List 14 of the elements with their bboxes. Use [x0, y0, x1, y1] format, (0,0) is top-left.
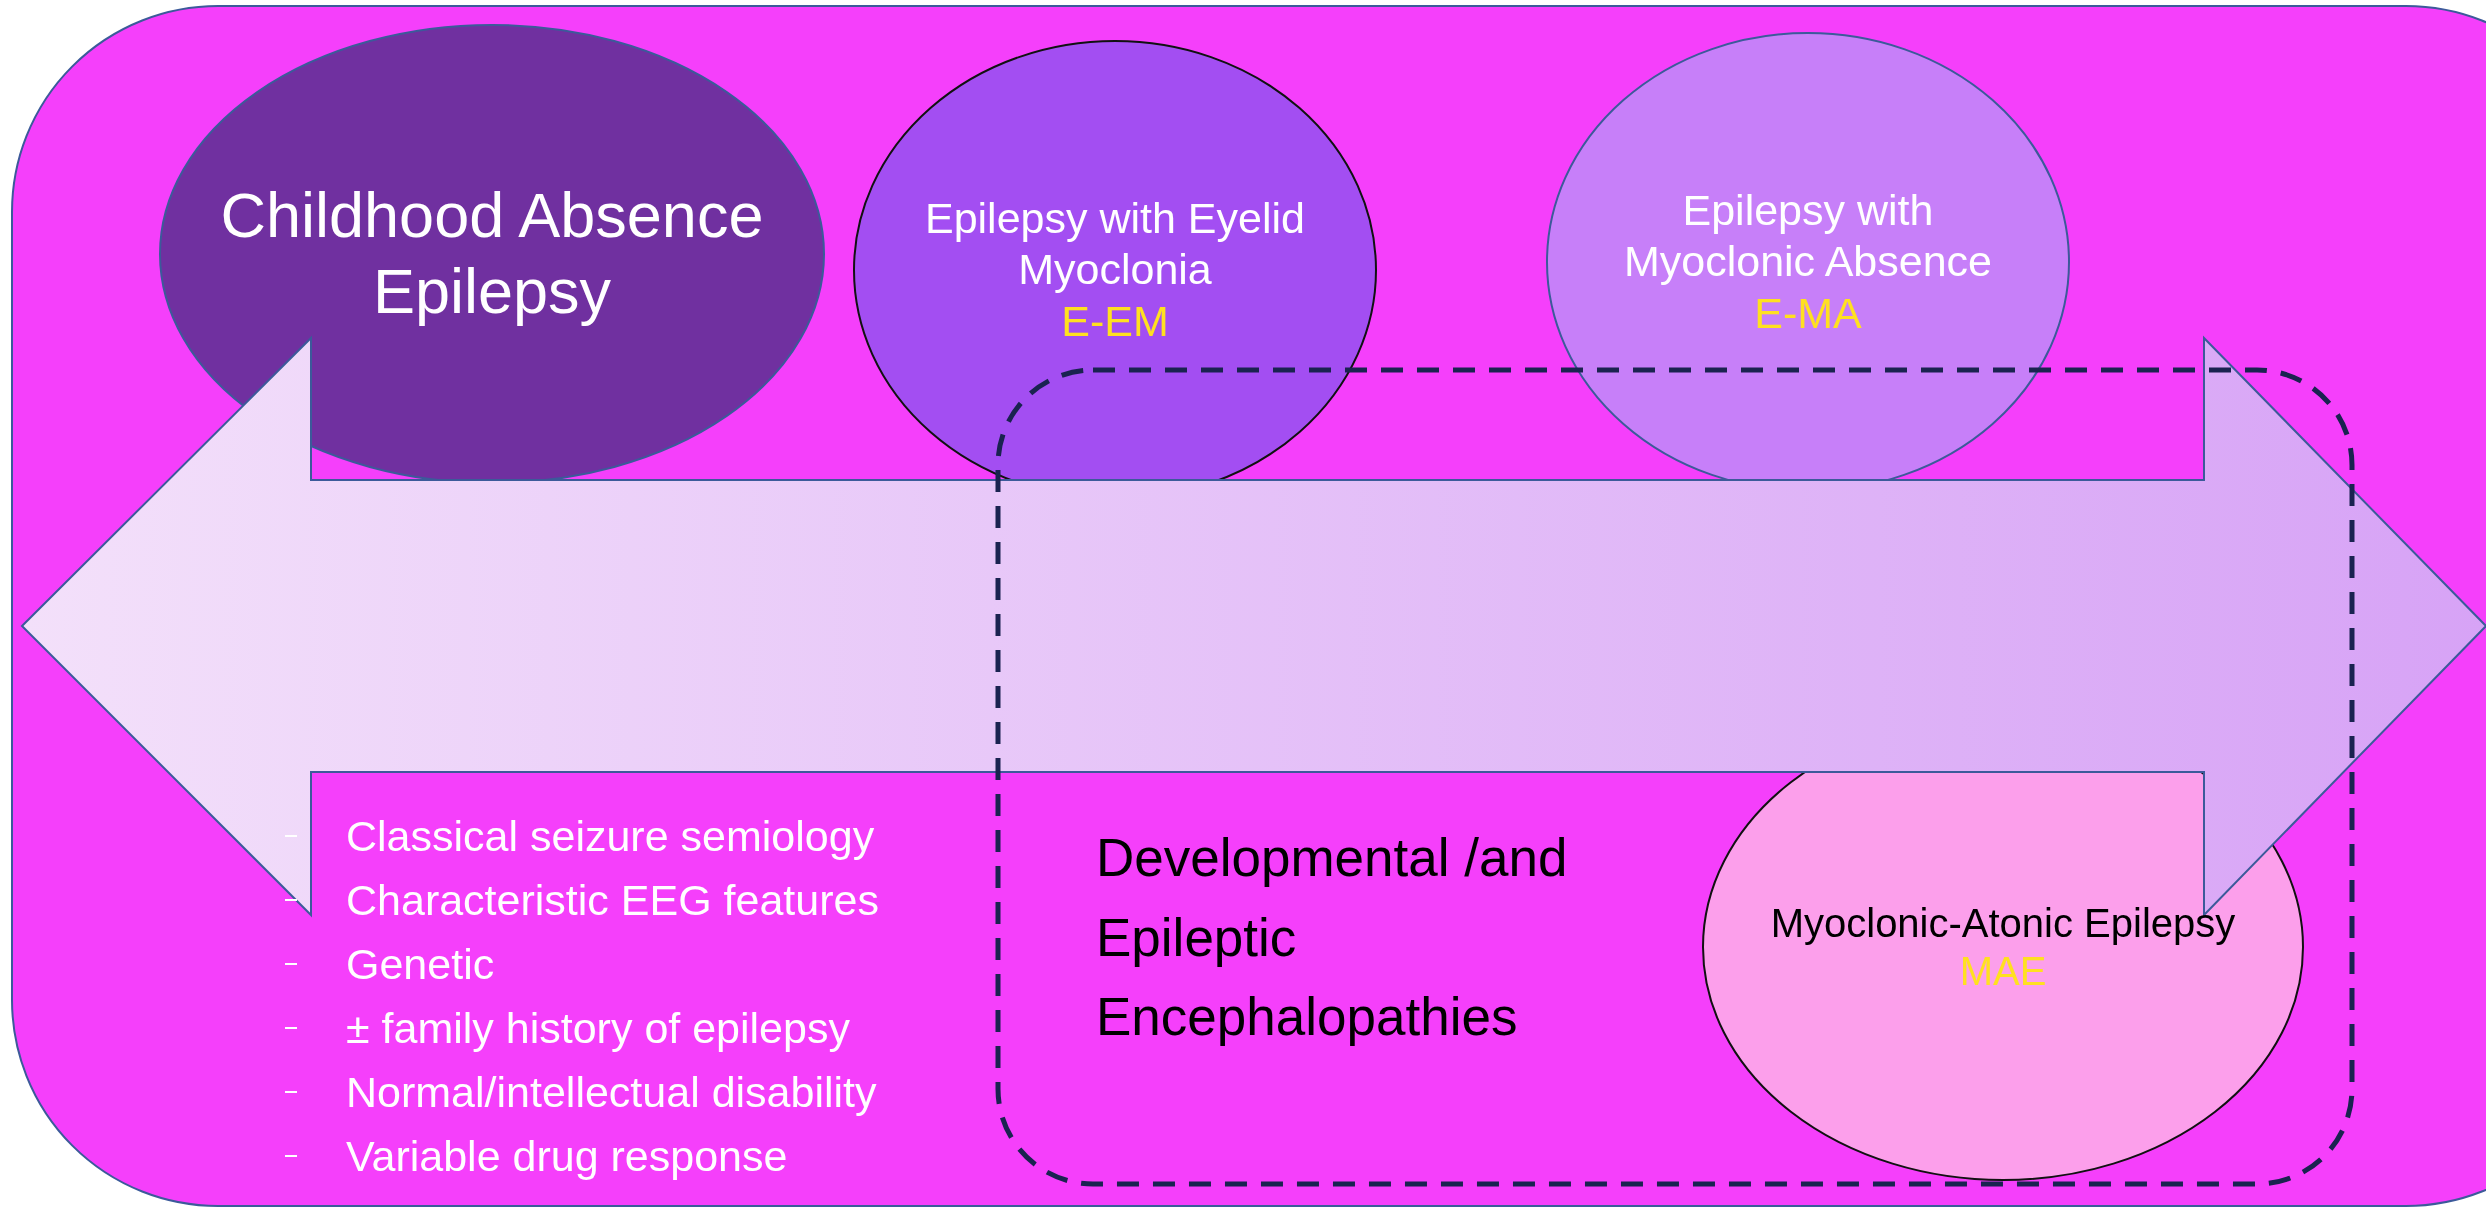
syndrome-name: Epilepsy with Eyelid Myoclonia: [923, 192, 1306, 296]
syndrome-name: Myoclonic-Atonic Epilepsy: [1770, 900, 2236, 947]
group-title: Developmental /and Epileptic Encephalopathies: [1096, 827, 1569, 1048]
abbreviation: E-EM: [1061, 295, 1169, 347]
feature-list-item: Normal/intellectual disability: [285, 1060, 879, 1124]
abbreviation: MAE: [1959, 948, 2047, 995]
abbreviation: E-MA: [1754, 287, 1862, 339]
feature-list-item: Variable drug response: [285, 1124, 879, 1188]
feature-list-item: Characteristic EEG features: [285, 868, 879, 932]
feature-list-item: Genetic: [285, 932, 879, 996]
syndrome-name: Childhood Absence Epilepsy: [219, 179, 765, 328]
feature-list-item: ± family history of epilepsy: [285, 996, 879, 1060]
syndrome-name: Epilepsy with Myoclonic Absence: [1622, 184, 1994, 288]
feature-list-item: Classical seizure semiology: [285, 804, 879, 868]
